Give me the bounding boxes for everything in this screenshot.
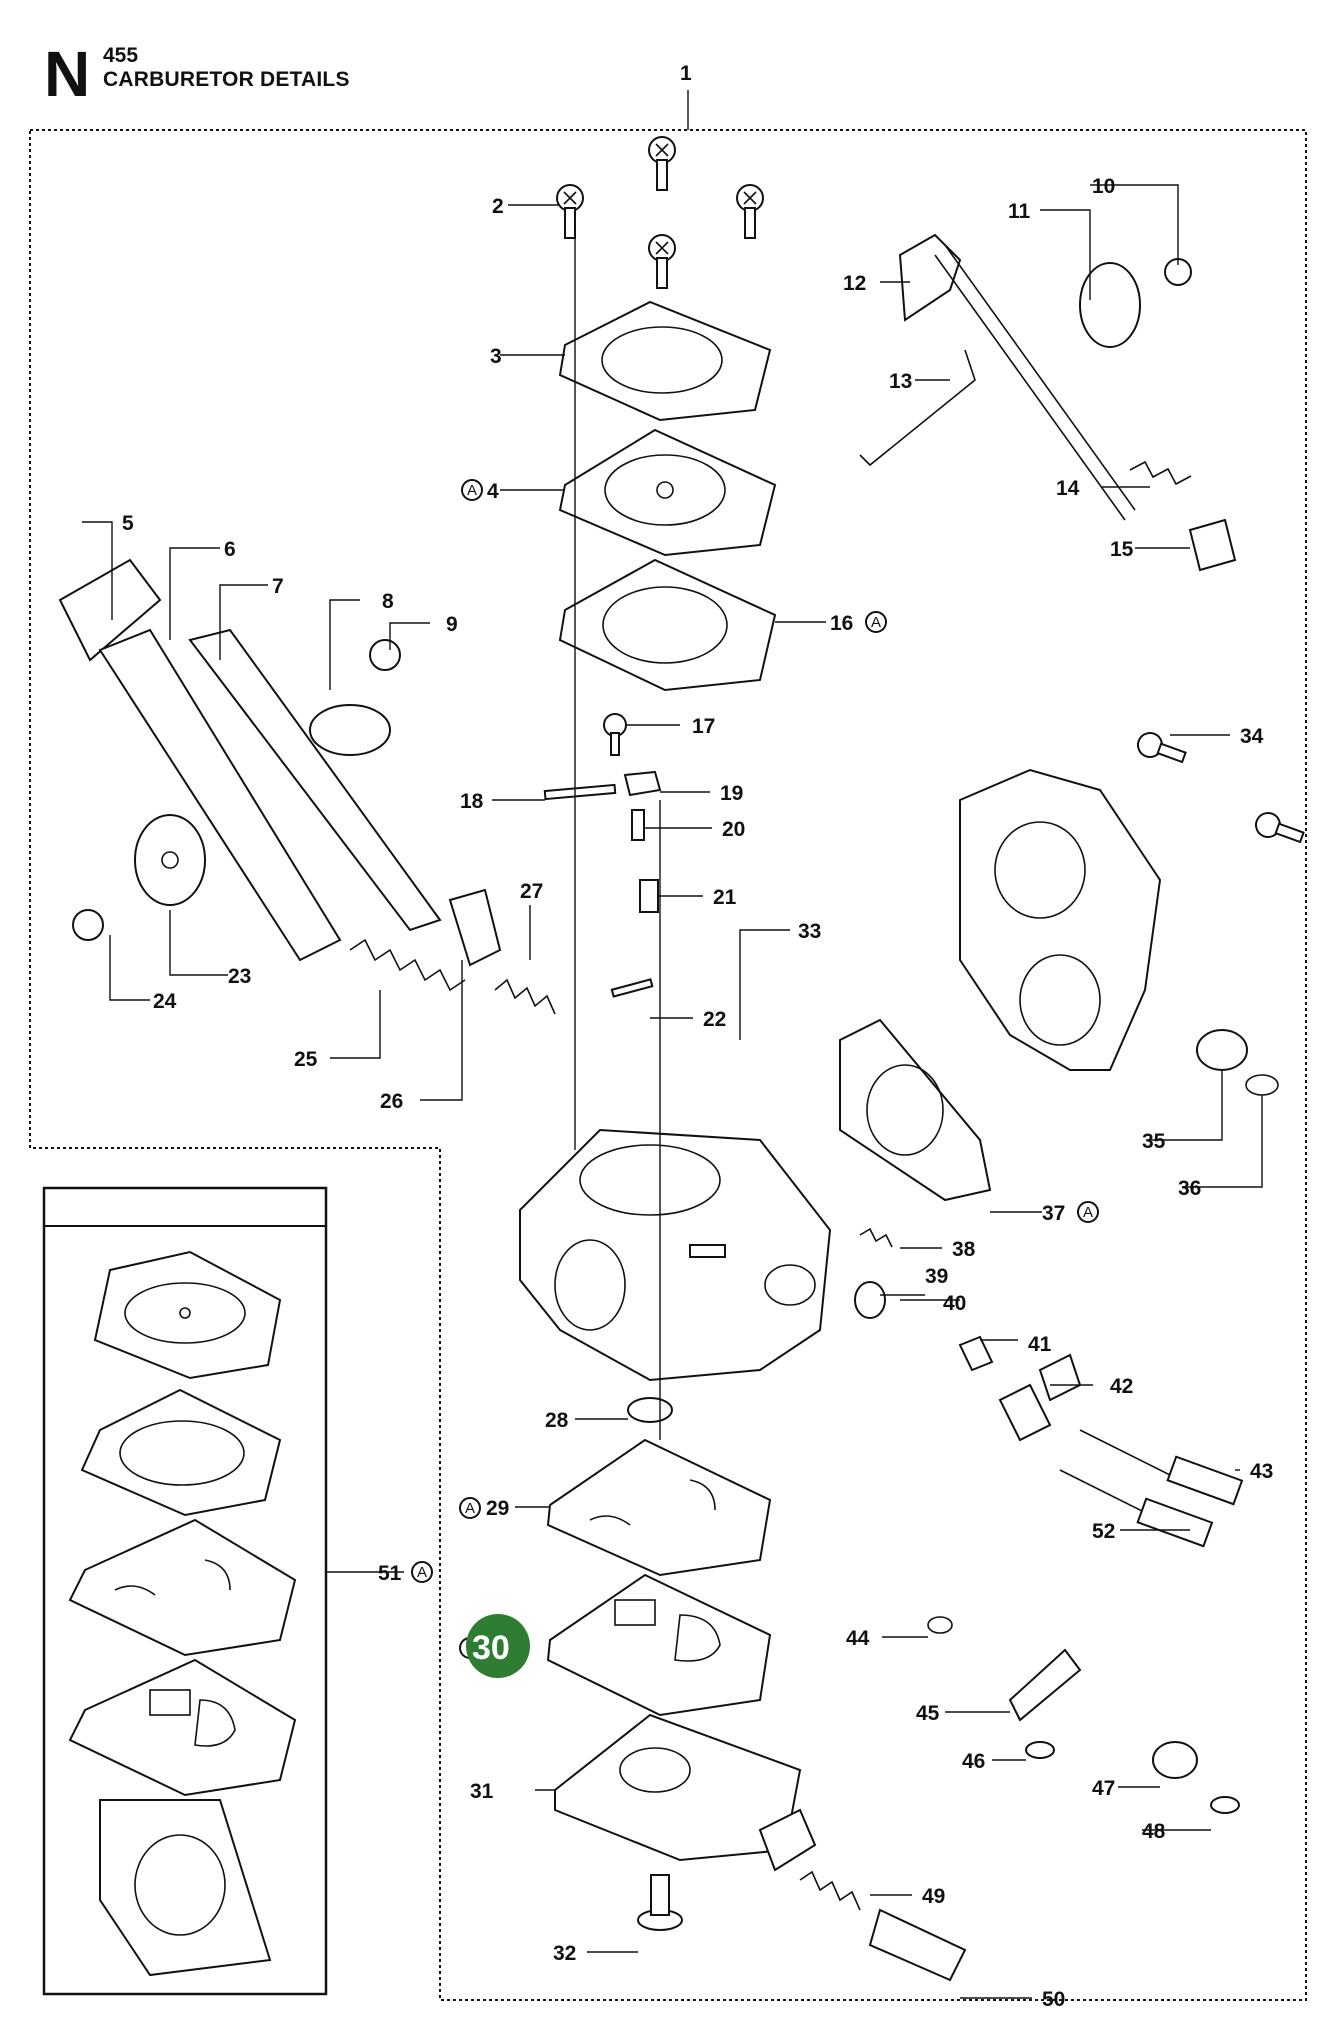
callout-51: 51	[378, 1562, 402, 1585]
callout-34: 34	[1240, 725, 1264, 748]
pump-cover-31	[554, 1713, 817, 1872]
callout-39: 39	[925, 1265, 948, 1288]
screw-group	[556, 136, 764, 289]
inset-gasket	[80, 1388, 282, 1517]
highlight-badge	[466, 1614, 530, 1678]
group-boundary	[29, 129, 1307, 2001]
callout-20: 20	[722, 818, 745, 841]
inset-flange-gasket	[99, 1799, 272, 1977]
kit-inset-box	[42, 1186, 328, 1996]
callout-50: 50	[1042, 1988, 1065, 2011]
springs-left	[349, 888, 556, 1015]
callout-19: 19	[720, 782, 743, 805]
callout-16: 16	[830, 612, 853, 635]
callout-28: 28	[545, 1409, 569, 1432]
section-letter: N	[44, 38, 91, 110]
callout-2: 2	[492, 195, 504, 218]
callout-41: 41	[1028, 1333, 1052, 1356]
callout-22: 22	[703, 1008, 726, 1031]
callout-14: 14	[1056, 477, 1080, 500]
callout-33: 33	[798, 920, 821, 943]
callout-36: 36	[1178, 1177, 1201, 1200]
carburetor-body	[519, 1128, 832, 1382]
callout-4: 4	[487, 480, 499, 503]
kit-marker-4: A	[467, 482, 477, 499]
callout-26: 26	[380, 1090, 403, 1113]
callout-23: 23	[228, 965, 251, 988]
kit-marker-29: A	[465, 1500, 475, 1517]
intake-manifold	[959, 768, 1162, 1071]
callout-47: 47	[1092, 1777, 1115, 1800]
callout-45: 45	[916, 1702, 940, 1725]
kit-marker-16: A	[871, 614, 881, 631]
callout-24: 24	[153, 990, 177, 1013]
callout-7: 7	[272, 575, 284, 598]
callout-13: 13	[889, 370, 912, 393]
callout-6: 6	[224, 538, 236, 561]
leader-lines	[82, 184, 1263, 1999]
inset-pump-gasket	[68, 1518, 297, 1657]
callout-40: 40	[943, 1292, 966, 1315]
callout-8: 8	[382, 590, 394, 613]
screen-28	[627, 1397, 673, 1423]
callout-43: 43	[1250, 1460, 1273, 1483]
spring-needle-49-50	[799, 1870, 967, 1982]
screw-32	[637, 1874, 683, 1931]
model-number: 455	[103, 44, 139, 67]
callout-3: 3	[490, 345, 502, 368]
screw-34-b	[1255, 812, 1305, 844]
callout-10: 10	[1092, 175, 1115, 198]
shaft-assembly-left	[58, 558, 442, 962]
callout-12: 12	[843, 272, 866, 295]
callout-9: 9	[446, 613, 458, 636]
callout-21: 21	[713, 886, 737, 909]
callout-37: 37	[1042, 1202, 1065, 1225]
callout-27: 27	[520, 880, 543, 903]
diaphragm-30	[546, 1573, 772, 1717]
callout-labels: 1 2 3 A 4 5 6 7 8 9 10 11 12 13 14 15 16…	[122, 62, 1273, 2011]
callout-52: 52	[1092, 1520, 1115, 1543]
page-title: CARBURETOR DETAILS	[103, 68, 350, 91]
callout-29: 29	[486, 1497, 509, 1520]
inset-pump-diaphragm	[68, 1658, 297, 1797]
callout-17: 17	[692, 715, 715, 738]
callout-15: 15	[1110, 538, 1134, 561]
callout-38: 38	[952, 1238, 976, 1261]
diaphragm-part-4	[558, 428, 777, 557]
callout-44: 44	[846, 1627, 870, 1650]
callout-49: 49	[922, 1885, 945, 1908]
flange-gasket-37	[839, 1018, 992, 1202]
callout-11: 11	[1008, 200, 1031, 223]
callout-42: 42	[1110, 1375, 1133, 1398]
callout-1: 1	[680, 62, 692, 85]
callout-31: 31	[470, 1780, 494, 1803]
callout-35: 35	[1142, 1130, 1166, 1153]
callout-32: 32	[553, 1942, 576, 1965]
callout-5: 5	[122, 512, 134, 535]
callout-18: 18	[460, 790, 484, 813]
callout-48: 48	[1142, 1820, 1166, 1843]
kit-marker-37: A	[1083, 1204, 1093, 1221]
linkage-upper-right	[859, 233, 1237, 572]
cover-part-3	[558, 300, 772, 422]
kit-marker-51: A	[417, 1564, 427, 1581]
gasket-part-16	[558, 558, 777, 692]
callout-25: 25	[294, 1048, 318, 1071]
callout-46: 46	[962, 1750, 985, 1773]
washers-44-48	[927, 1616, 1240, 1814]
needle-valves-right	[854, 1227, 1244, 1548]
screw-34-a	[1137, 732, 1187, 764]
screw-17	[603, 713, 627, 756]
highlight-badge-label: 30	[472, 1629, 510, 1667]
bushings-35-36	[1196, 1029, 1279, 1096]
small-parts-metering	[543, 770, 662, 998]
inset-diaphragm	[93, 1250, 282, 1380]
gasket-29	[546, 1438, 772, 1577]
